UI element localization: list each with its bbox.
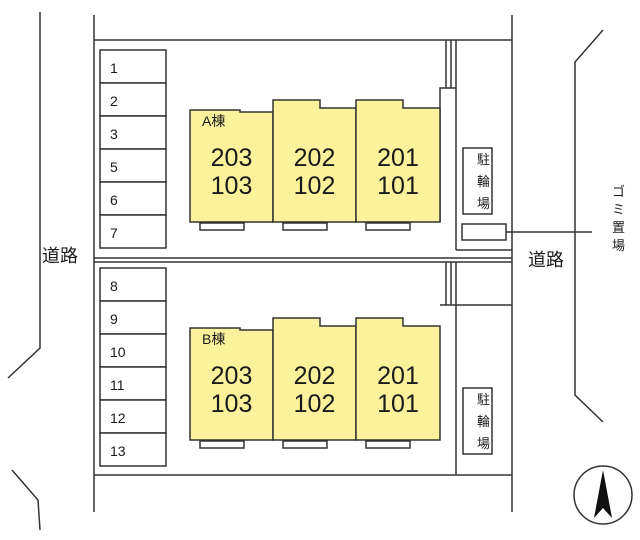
left-road-edge (7, 12, 41, 379)
parking-space (99, 300, 167, 335)
garbage-label: ゴミ置場 (612, 184, 625, 253)
parking-space (99, 148, 167, 183)
unit-block (355, 99, 441, 223)
unit-number-upper: 201 (377, 144, 419, 172)
parking-space (99, 333, 167, 368)
balcony (199, 440, 245, 449)
building-name: A棟 (202, 113, 225, 129)
unit-number-lower: 102 (294, 390, 336, 418)
unit-number-upper: 203 (211, 144, 253, 172)
balcony (282, 440, 328, 449)
parking-space-number: 6 (110, 192, 118, 208)
parking-space-number: 1 (110, 60, 118, 76)
parking-space-number: 7 (110, 225, 118, 241)
building-name: B棟 (202, 331, 225, 347)
parking-space (99, 181, 167, 216)
unit-number-lower: 101 (377, 172, 419, 200)
unit-number-upper: 202 (294, 362, 336, 390)
balcony (365, 222, 411, 231)
side-strip-a (439, 87, 457, 250)
parking-space (99, 115, 167, 150)
parking-space (99, 432, 167, 467)
parking-space-number: 5 (110, 159, 118, 175)
bicycle-parking-label-a: 駐輪場 (477, 152, 490, 211)
compass-circle (573, 465, 633, 525)
right-road-edge (574, 29, 604, 423)
parking-space-number: 12 (110, 410, 126, 426)
parking-space-number: 2 (110, 93, 118, 109)
bicycle-parking-box-a (462, 147, 493, 215)
parking-space (99, 214, 167, 249)
parking-space-number: 13 (110, 443, 126, 459)
left-road-edge-lower (11, 469, 41, 531)
unit-number-lower: 103 (211, 172, 253, 200)
balcony (199, 222, 245, 231)
unit-number-lower: 101 (377, 390, 419, 418)
garbage-area (461, 223, 507, 241)
unit-number-upper: 201 (377, 362, 419, 390)
bicycle-parking-box-b (462, 387, 493, 455)
parking-space-number: 8 (110, 278, 118, 294)
parking-space-number: 11 (110, 377, 125, 393)
left-road-label: 道路 (42, 246, 78, 266)
parking-space (99, 267, 167, 302)
parking-space (99, 82, 167, 117)
unit-number-lower: 103 (211, 390, 253, 418)
bicycle-parking-label-b: 駐輪場 (477, 392, 490, 451)
parking-space-number: 9 (110, 311, 118, 327)
right-road-label: 道路 (528, 250, 564, 270)
parking-space-number: 3 (110, 126, 118, 142)
unit-number-upper: 203 (211, 362, 253, 390)
unit-number-upper: 202 (294, 144, 336, 172)
parking-space-number: 10 (110, 344, 126, 360)
balcony (282, 222, 328, 231)
north-arrow-icon (594, 470, 612, 518)
balcony (365, 440, 411, 449)
unit-number-lower: 102 (294, 172, 336, 200)
parking-space (99, 366, 167, 401)
side-strip-b (440, 304, 457, 475)
unit-block (355, 317, 441, 441)
